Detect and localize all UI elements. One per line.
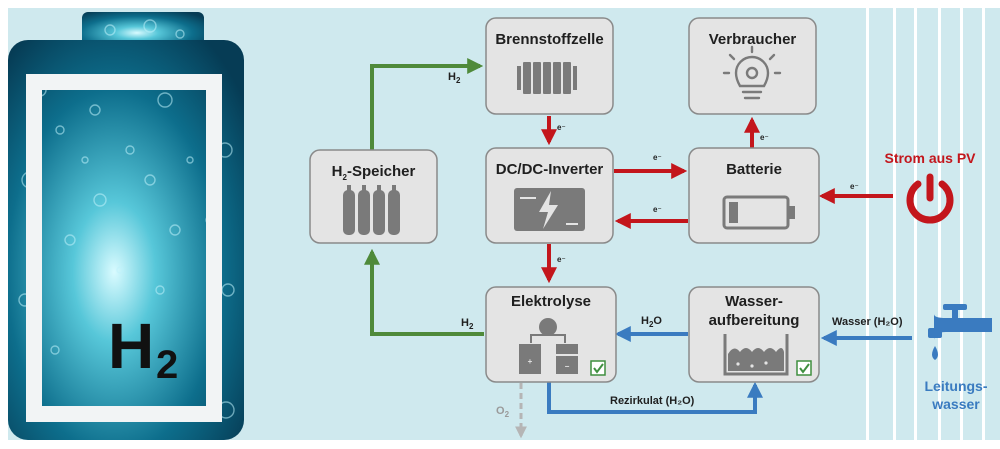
electron-label-pv: e⁻ [850, 182, 859, 191]
tap-water-label-line1: Leitungs- [925, 378, 988, 394]
inverter-icon [514, 188, 585, 231]
electron-label-to-battery: e⁻ [653, 153, 662, 162]
h2-flow-to-fuelcell [370, 58, 484, 150]
box-elektrolyse: Elektrolyse + − [485, 286, 617, 383]
fuel-cell-icon [517, 62, 577, 94]
h2-label-to-fuelcell: H2 [448, 71, 461, 85]
h2-label-main: H [108, 310, 154, 382]
box-speicher: H2-Speicher [309, 149, 438, 244]
lightbulb-icon [722, 45, 782, 100]
brennstoffzelle-title: Brennstoffzelle [495, 31, 603, 48]
battery-body [8, 40, 244, 440]
battery-inner-frame [26, 74, 222, 422]
water-in-label: Wasser (H₂O) [832, 316, 903, 328]
h2-label-from-electrolysis: H2 [461, 317, 474, 331]
background-stripes [866, 8, 985, 440]
water-tank-icon [723, 334, 789, 376]
checkbox-icon [590, 360, 606, 376]
h2-label-sub: 2 [156, 343, 178, 387]
o2-label: O2 [496, 405, 510, 419]
speicher-title: H2-Speicher [332, 163, 416, 182]
svg-text:−: − [565, 362, 570, 371]
inverter-title: DC/DC-Inverter [496, 161, 604, 178]
checkbox-icon [796, 360, 812, 376]
electron-label-consumer: e⁻ [760, 133, 769, 142]
water-tap-icon [928, 304, 992, 360]
electron-label-to-inverter: e⁻ [653, 205, 662, 214]
box-brennstoffzelle: Brennstoffzelle [485, 17, 614, 115]
electron-label-fuelcell: e⁻ [557, 123, 566, 132]
box-batterie: Batterie [688, 147, 820, 244]
elektrolyse-title: Elektrolyse [511, 293, 591, 310]
hydrogen-battery-image: H 2 [8, 12, 244, 440]
water-recirculate [547, 381, 763, 414]
box-verbraucher: Verbraucher [688, 17, 817, 115]
gas-cylinders-icon [343, 185, 400, 235]
electrolyzer-icon: + − [519, 318, 578, 374]
power-icon [906, 173, 954, 224]
box-aufbereitung: Wasser- aufbereitung [688, 286, 820, 383]
pv-source-label: Strom aus PV [884, 150, 976, 166]
electron-label-electrolysis: e⁻ [557, 255, 566, 264]
h2o-label-to-electrolysis: H2O [641, 315, 662, 329]
battery-icon [722, 195, 795, 230]
box-inverter: DC/DC-Inverter [485, 147, 614, 244]
h2-flow-to-storage [364, 248, 484, 336]
tap-water-label-line2: wasser [931, 396, 980, 412]
verbraucher-title: Verbraucher [709, 31, 797, 48]
battery-cap [82, 12, 204, 48]
aufbereitung-title-line1: Wasser- [725, 293, 783, 310]
aufbereitung-title-line2: aufbereitung [709, 312, 800, 329]
recirculate-label: Rezirkulat (H₂O) [610, 395, 695, 407]
svg-text:+: + [528, 357, 533, 366]
batterie-title: Batterie [726, 161, 782, 178]
